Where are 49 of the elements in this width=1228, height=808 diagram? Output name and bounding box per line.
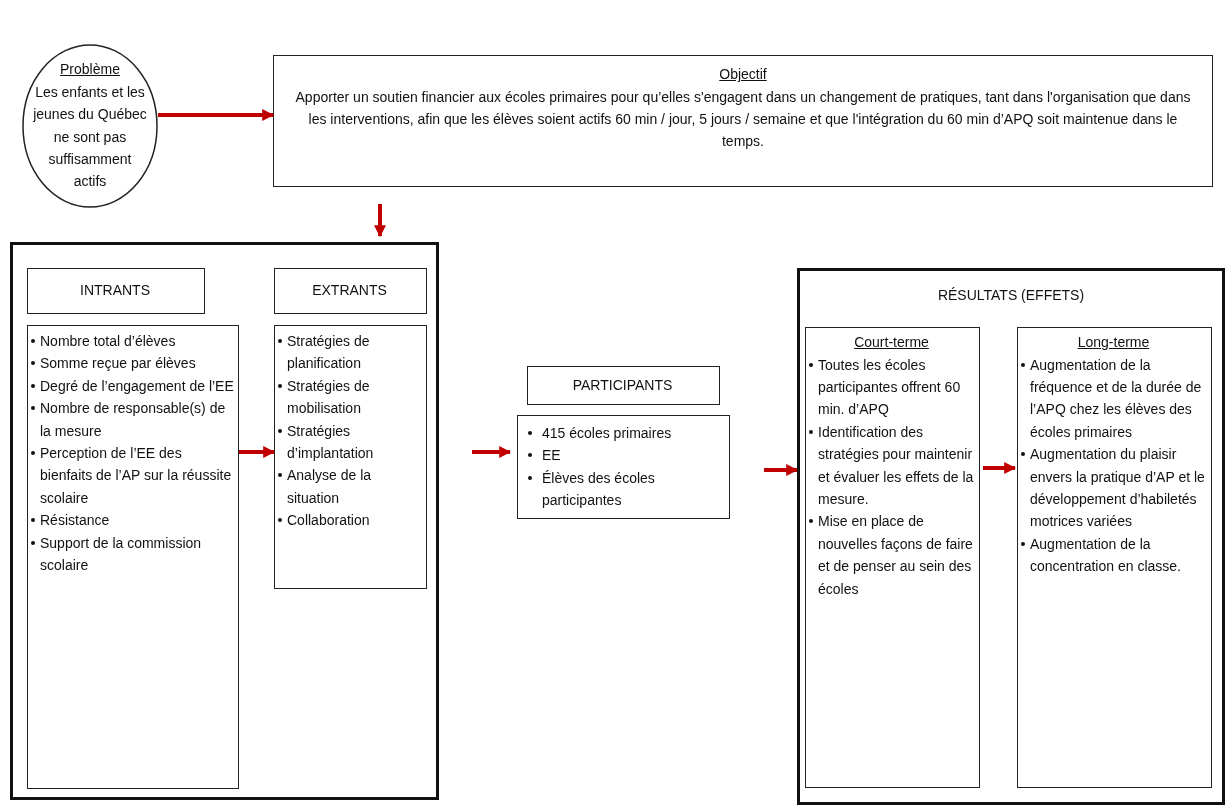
arrow	[239, 446, 276, 458]
bullet-item: 415 écoles primaires	[542, 425, 672, 441]
arrow	[472, 446, 512, 458]
text-box	[1017, 327, 1212, 788]
bullet-item: Mise en place de nouvelles façons de faire et de penser au sein des écoles	[818, 513, 973, 597]
heading: EXTRANTS	[312, 281, 387, 301]
bullet-item: Résistance	[40, 512, 110, 529]
bullet-item: Augmentation de la concentration en classe.	[1030, 535, 1181, 575]
description-text: Apporter un soutien financier aux écoles primaires pour qu’elles s'engagent dans un changement de pratiques, tant dans l'organisation que dans les interventions, afin que les élèves soient actifs 60 min / jour, 5 jours / semaine et que l'intégration du 60 min d’APQ soit maintenue dans le temps.	[294, 87, 1192, 152]
heading: Objectif	[719, 65, 767, 84]
bullet-item: Stratégies de mobilisation	[287, 377, 370, 417]
arrow	[374, 204, 386, 238]
heading: Court-terme	[853, 333, 930, 352]
bullet-item: Collaboration	[287, 512, 370, 529]
text-box	[274, 268, 427, 314]
bullet-item: EE	[542, 447, 561, 464]
arrow	[983, 462, 1017, 474]
heading: PARTICIPANTS	[572, 375, 673, 395]
bullet-item: Stratégies d’implantation	[287, 422, 374, 461]
description-text: Les enfants et les jeunes du Québec ne sont pas suffisamment actifs	[32, 82, 148, 192]
heading: Long-terme	[1076, 333, 1151, 352]
bullet-item: Analyse de la situation	[287, 467, 372, 506]
text-box	[274, 325, 427, 589]
heading: INTRANTS	[80, 281, 150, 301]
text-box	[805, 327, 980, 788]
heading: Problème	[60, 60, 120, 80]
bullet-item: Augmentation de la fréquence et de la durée de l’APQ chez les élèves des écoles primaires	[1030, 356, 1202, 440]
text-box	[27, 325, 239, 789]
heading: RÉSULTATS (EFFETS)	[937, 286, 1085, 305]
text-box	[517, 415, 730, 519]
bullet-item: Identification des stratégies pour maintenir et évaluer les effets de la mesure.	[818, 423, 974, 508]
group-frame	[10, 242, 439, 800]
text-box	[273, 55, 1213, 187]
bullet-item: Nombre de responsable(s) de la mesure	[40, 400, 226, 439]
bullet-item: Toutes les écoles participantes offrent 60 min. d’APQ	[818, 356, 961, 418]
bullet-item: Degré de l’engagement de l’EE	[40, 377, 234, 394]
bullet-item: Élèves des écoles participantes	[542, 469, 655, 509]
problem-ellipse	[22, 44, 158, 208]
bullet-item: Support de la commission scolaire	[40, 534, 202, 573]
text-box	[527, 366, 720, 405]
arrow	[764, 464, 799, 476]
bullet-item: Augmentation du plaisir envers la pratique d’AP et le développement d’habiletés motrices variées	[1030, 446, 1205, 530]
group-frame	[797, 268, 1225, 805]
bullet-item: Nombre total d’élèves	[40, 333, 176, 349]
bullet-item: Stratégies de planification	[287, 333, 370, 372]
text-box	[27, 268, 205, 314]
bullet-item: Somme reçue par élèves	[40, 355, 196, 372]
bullet-item: Perception de l’EE des bienfaits de l’AP sur la réussite scolaire	[40, 444, 232, 506]
arrow	[158, 109, 275, 121]
